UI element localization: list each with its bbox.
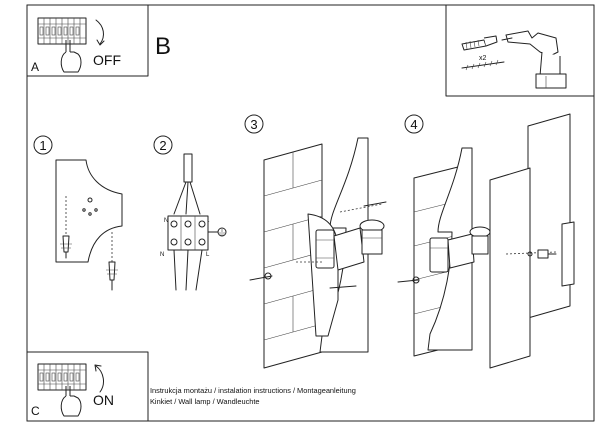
wall-plug-icon xyxy=(461,35,498,51)
screw-left-icon xyxy=(397,279,419,283)
tools-quantity: x2 xyxy=(479,55,487,62)
bulb-icon xyxy=(359,219,385,255)
bulb-icon-4 xyxy=(469,226,491,255)
bracket-4 xyxy=(447,233,475,269)
screw-icon xyxy=(461,59,505,71)
breaker-strip-icon-c xyxy=(37,363,87,391)
panel-a-box xyxy=(26,4,149,77)
plate-hole-icon xyxy=(82,208,86,212)
socket-icon-4 xyxy=(429,237,449,273)
screw-head-icon xyxy=(412,276,420,284)
wall-plug-screw-icon xyxy=(106,261,118,291)
bracket xyxy=(333,227,365,271)
plate-hole-icon xyxy=(94,208,98,212)
wiring-left-bottom: N xyxy=(160,252,164,258)
step-4-number: 4 xyxy=(410,117,417,132)
screw-head-icon xyxy=(264,272,272,280)
wires-out xyxy=(173,249,203,291)
step-1: 1 xyxy=(33,135,123,291)
breaker-strip-icon xyxy=(37,17,87,45)
step-2-number: 2 xyxy=(159,138,166,153)
cover-panel-front xyxy=(489,167,531,369)
hand-pointer-icon-c xyxy=(60,386,82,417)
tools-panel-box xyxy=(445,4,595,97)
terminal-block-icon xyxy=(167,215,209,251)
wall-plug-screw-icon xyxy=(60,235,72,259)
panel-a-switch-label: OFF xyxy=(93,52,121,68)
step-2: 2 N L N L xyxy=(153,135,227,291)
plate-hole-icon xyxy=(88,212,92,216)
sheet-border xyxy=(26,4,595,422)
cover-screw-icon xyxy=(527,249,557,259)
panel-a-letter: A xyxy=(31,60,39,74)
switch-arrow-up-icon xyxy=(95,365,104,393)
panel-c-letter: C xyxy=(31,404,40,418)
step-1-number: 1 xyxy=(39,138,46,153)
cover-panel-back xyxy=(527,113,571,319)
screw-top-icon xyxy=(363,201,387,207)
socket-icon xyxy=(315,229,335,269)
ground-symbol-icon xyxy=(217,227,227,237)
panel-c-switch-label: ON xyxy=(93,392,114,408)
screw-bottom-icon xyxy=(329,285,357,289)
step-3-circle xyxy=(244,114,264,134)
panel-c: C ON xyxy=(26,351,149,422)
side-strip xyxy=(561,221,575,287)
caption-line-2: Kinkiet / Wall lamp / Wandleuchte xyxy=(150,397,260,406)
panel-c-box xyxy=(26,351,149,422)
arrow-head-up-icon xyxy=(94,364,102,372)
wiring-right-bottom: L xyxy=(206,252,210,258)
step-4: 4 xyxy=(397,113,575,369)
plate-hole-icon xyxy=(87,197,93,203)
guide-line xyxy=(339,203,383,213)
tools-panel: x2 xyxy=(445,4,595,97)
panel-b-letter: B xyxy=(155,33,171,60)
wires-in xyxy=(173,181,201,215)
step-2-circle xyxy=(153,135,173,155)
panel-a: A OFF xyxy=(26,4,149,77)
wiring-left-top: N xyxy=(164,218,168,224)
caption-line-1: Instrukcja montażu / instalation instruc… xyxy=(150,386,356,395)
wall-plate xyxy=(55,159,123,263)
step-3: 3 xyxy=(244,114,387,369)
hand-pointer-icon xyxy=(60,40,82,73)
switch-arrow-down-icon xyxy=(95,19,104,45)
step-3-number: 3 xyxy=(250,117,257,132)
step-4-circle xyxy=(404,114,424,134)
cable-sheath xyxy=(183,153,193,183)
step-1-circle xyxy=(33,135,53,155)
screw-mid-icon xyxy=(249,275,273,281)
arrow-head-icon xyxy=(96,39,105,46)
drill-icon xyxy=(501,30,567,89)
